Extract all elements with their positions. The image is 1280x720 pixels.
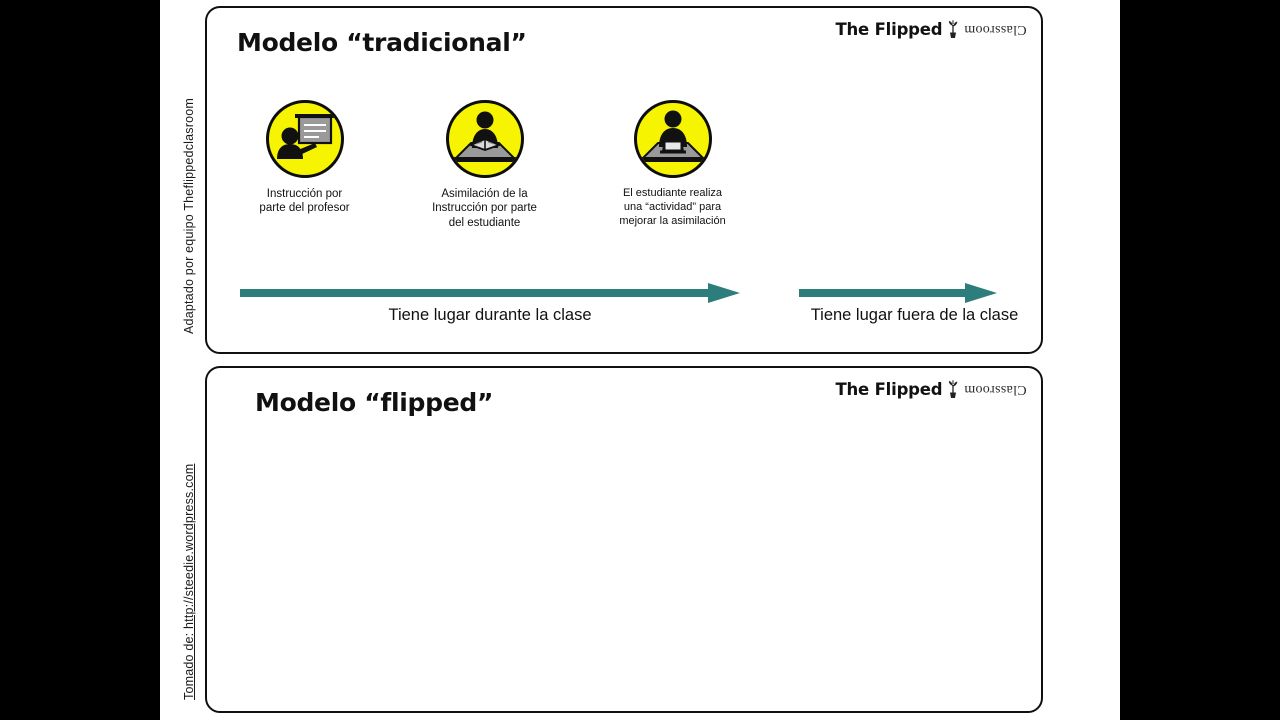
step-caption: Instrucción por parte del profesor [259,188,350,215]
step-instruction-by-teacher: Instrucción por parte del profesor [217,100,392,216]
panel-traditional-model: The Flipped Classroom Modelo “tradiciona… [205,6,1043,354]
credit-adapted-by: Adaptado por equipo Theflippedclasroom [182,98,196,334]
step-assimilation-by-student: Asimilación de la Instrucción por parte … [397,100,572,230]
teacher-at-whiteboard-icon [265,100,344,178]
panel-flipped-model: The Flipped Classroom Modelo “flipped” [205,366,1043,713]
brand-word-the-flipped: The Flipped [835,19,943,39]
slide-canvas: Adaptado por equipo Theflippedclasroom T… [160,0,1120,720]
step-caption: Asimilación de la Instrucción por parte … [432,188,537,229]
arrow-out-of-class: Tiene lugar fuera de la clase [792,282,1037,325]
panel-title-traditional: Modelo “tradicional” [237,28,527,57]
brand-word-classroom: Classroom [964,382,1027,397]
brand-word-the-flipped: The Flipped [835,379,943,399]
student-at-laptop-icon [633,100,712,178]
credits-strip: Adaptado por equipo Theflippedclasroom T… [160,0,202,720]
steps-row-traditional: Instrucción por parte del profesor [217,100,777,250]
step-caption: El estudiante realiza una “actividad” pa… [619,187,726,227]
brand-logo: The Flipped Classroom [835,18,1027,40]
panel-title-flipped: Modelo “flipped” [255,388,494,417]
brand-logo: The Flipped Classroom [835,378,1027,400]
sprout-plant-icon [945,379,961,399]
step-student-activity: El estudiante realiza una “actividad” pa… [585,100,760,228]
arrow-in-class: Tiene lugar durante la clase [240,282,740,325]
arrow-label-in-class: Tiene lugar durante la clase [388,306,592,324]
sprout-plant-icon [945,19,961,39]
student-reading-book-icon [445,100,524,178]
credit-source-url: Tomado de: http://steedie.wordpress.com [182,463,196,700]
arrow-label-out-of-class: Tiene lugar fuera de la clase [810,306,1019,324]
brand-word-classroom: Classroom [964,22,1027,37]
